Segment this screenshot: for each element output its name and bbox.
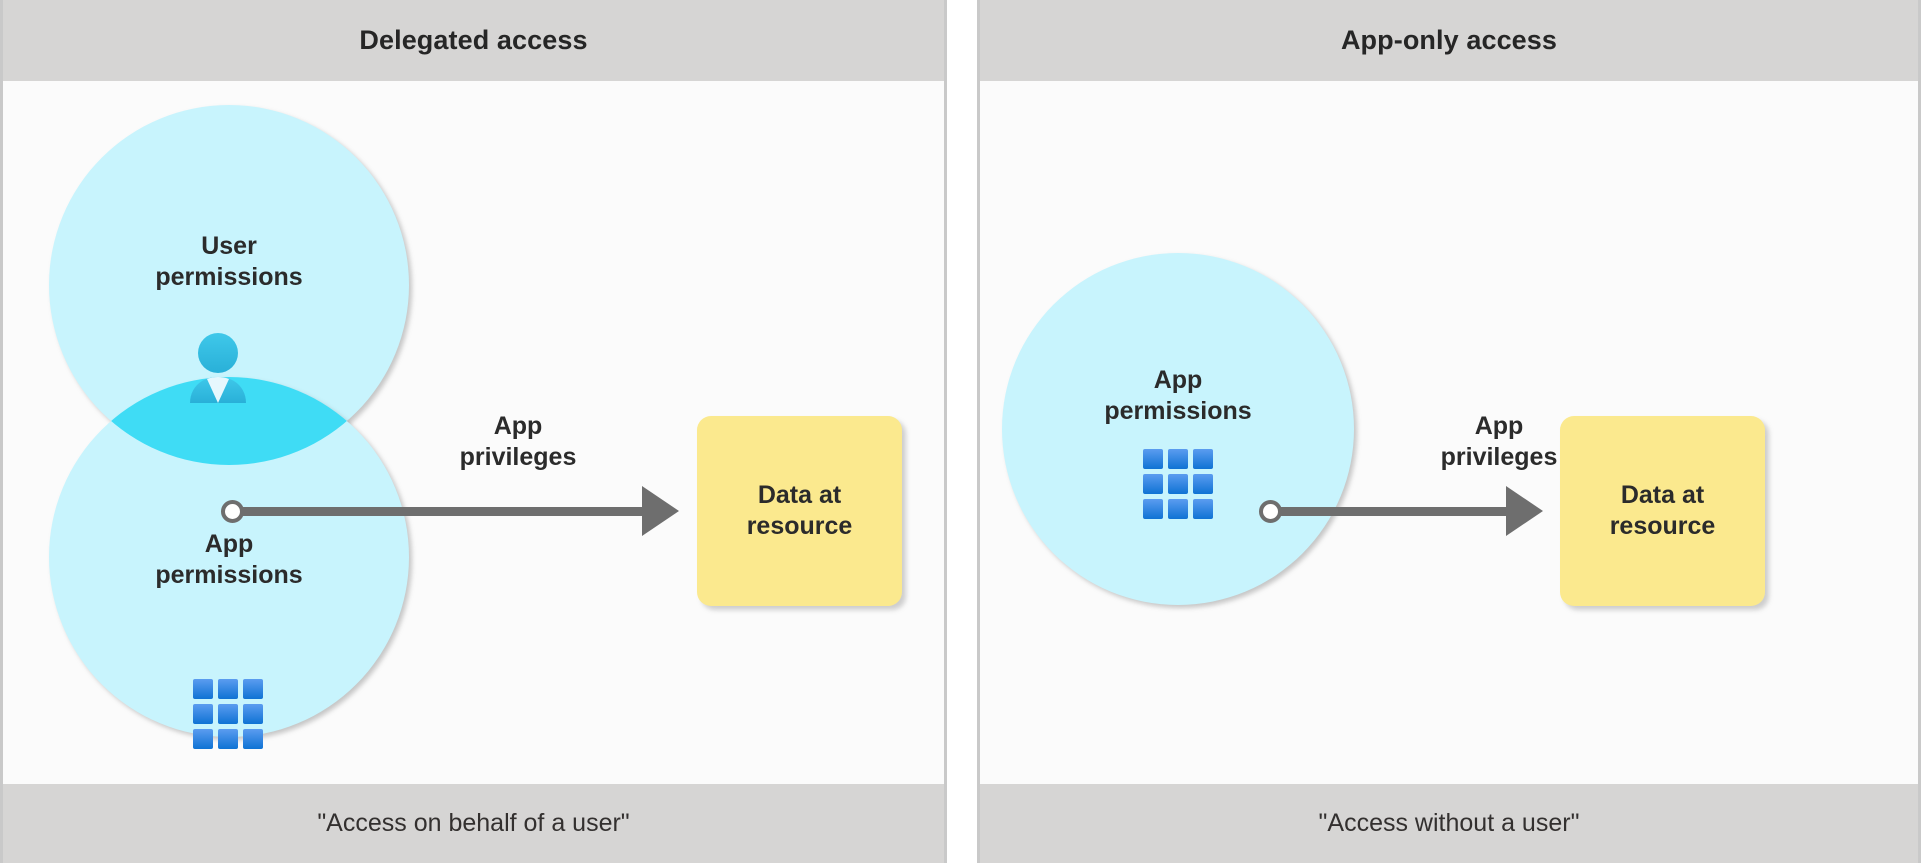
connector-arrowhead (1506, 486, 1543, 536)
circle-diagram-app-only: App permissions (980, 81, 1918, 784)
panel-title-app-only: App-only access (1340, 25, 1558, 55)
person-icon (190, 333, 246, 403)
connector-arrowhead (642, 486, 679, 536)
panel-body-delegated: User permissions App permissions (3, 81, 944, 784)
panel-title-delegated: Delegated access (359, 25, 588, 55)
circle-label-app-permissions: App permissions (1104, 366, 1252, 425)
grid-icon (193, 679, 263, 749)
panel-caption-app-only: "Access without a user" (1318, 809, 1580, 837)
panel-header-delegated: Delegated access (3, 0, 944, 81)
panel-app-only-access: App-only access App permissions (977, 0, 1921, 863)
connector-label-app-privileges: App privileges (459, 412, 577, 471)
connector-line (240, 507, 650, 516)
resource-box-delegated: Data at resource (697, 416, 902, 606)
panel-delegated-access: Delegated access (0, 0, 947, 863)
panel-footer-delegated: "Access on behalf of a user" (3, 784, 944, 863)
connector-origin-dot (1259, 500, 1282, 523)
panel-footer-app-only: "Access without a user" (980, 784, 1918, 863)
resource-label-app-only: Data at resource (1609, 480, 1716, 541)
connector-origin-dot (221, 500, 244, 523)
connector-label-app-privileges: App privileges (1440, 412, 1558, 471)
panel-caption-delegated: "Access on behalf of a user" (317, 809, 630, 837)
venn-diagram-delegated: User permissions App permissions (3, 81, 944, 784)
panel-header-app-only: App-only access (980, 0, 1918, 81)
resource-box-app-only: Data at resource (1560, 416, 1765, 606)
circle-app-permissions (1002, 253, 1354, 605)
panel-divider-gap (947, 0, 977, 863)
circle-label-user-permissions: User permissions (155, 232, 303, 291)
grid-icon (1143, 449, 1213, 519)
resource-label-delegated: Data at resource (746, 480, 853, 541)
panel-body-app-only: App permissions (980, 81, 1918, 784)
circle-label-app-permissions: App permissions (155, 530, 303, 589)
connector-line (1278, 507, 1514, 516)
